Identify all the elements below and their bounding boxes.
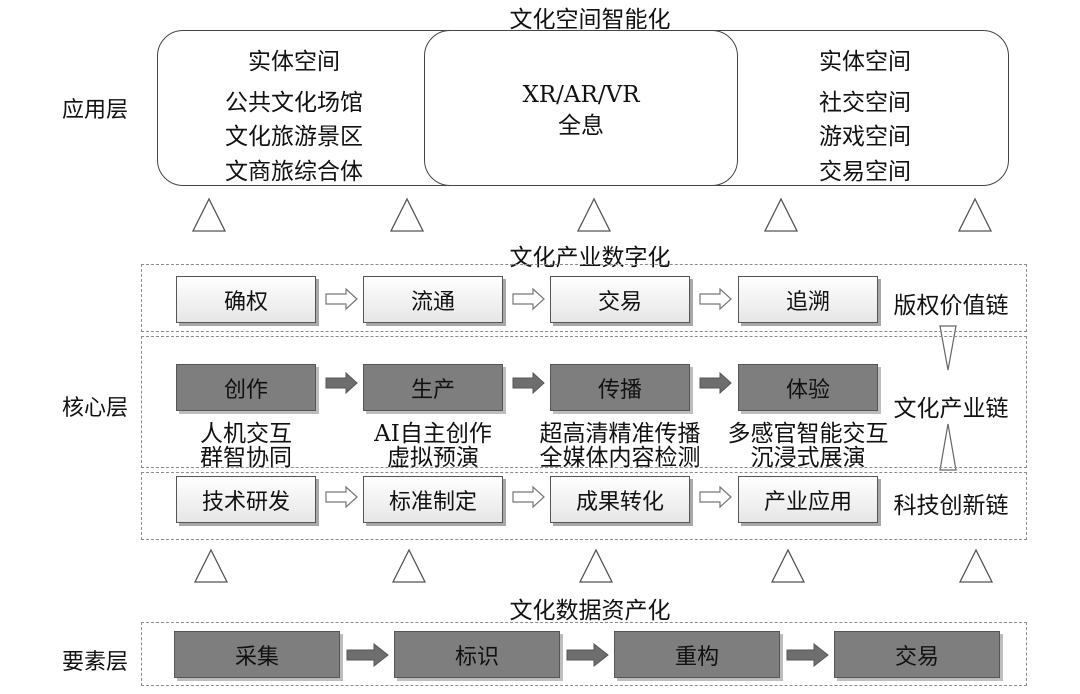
up-arrow-icon bbox=[389, 197, 425, 232]
application-right-item: 游戏空间 bbox=[819, 124, 911, 150]
application-right-item: 实体空间 bbox=[819, 49, 911, 75]
step-box-collect: 采集 bbox=[174, 631, 340, 678]
right-arrow-icon bbox=[325, 287, 358, 311]
up-arrow-icon bbox=[770, 548, 806, 583]
step-box-trade: 交易 bbox=[550, 276, 690, 323]
layer-label-element: 要素层 bbox=[61, 650, 128, 675]
right-arrow-icon bbox=[512, 371, 545, 395]
up-arrow-icon bbox=[191, 197, 227, 232]
step-description: 沉浸式展演 bbox=[750, 445, 866, 471]
application-middle-item: 全息 bbox=[558, 113, 604, 139]
application-right-item: 社交空间 bbox=[819, 90, 911, 116]
application-middle-frame bbox=[424, 30, 738, 186]
step-description: 多感官智能交互 bbox=[727, 421, 889, 447]
heading-space-intelligence: 文化空间智能化 bbox=[509, 7, 671, 33]
step-description: AI自主创作 bbox=[374, 421, 492, 447]
industry-chain-frame bbox=[141, 336, 1027, 468]
chain-label-copyright: 版权价值链 bbox=[893, 293, 1009, 319]
heading-data-assetization: 文化数据资产化 bbox=[509, 598, 671, 624]
tech-chain-frame bbox=[141, 472, 1027, 540]
step-box-trace: 追溯 bbox=[738, 276, 878, 323]
up-arrow-icon bbox=[578, 548, 614, 583]
step-box-trade-data: 交易 bbox=[834, 631, 1000, 678]
up-arrow-icon bbox=[763, 197, 799, 232]
heading-industry-digitalization: 文化产业数字化 bbox=[509, 245, 671, 271]
up-arrow-icon bbox=[193, 548, 229, 583]
right-arrow-icon bbox=[512, 287, 545, 311]
up-arrow-icon bbox=[958, 548, 994, 583]
application-left-item: 公共文化场馆 bbox=[225, 90, 363, 116]
step-box-dissemination: 传播 bbox=[550, 364, 690, 411]
right-arrow-icon bbox=[566, 642, 609, 668]
step-box-circulation: 流通 bbox=[363, 276, 503, 323]
step-box-experience: 体验 bbox=[738, 364, 878, 411]
step-description: 全媒体内容检测 bbox=[539, 445, 701, 471]
chain-label-tech: 科技创新链 bbox=[893, 493, 1009, 519]
step-box-transformation: 成果转化 bbox=[550, 476, 690, 523]
copyright-chain-frame bbox=[141, 264, 1027, 332]
application-right-item: 交易空间 bbox=[819, 159, 911, 185]
application-left-item: 文商旅综合体 bbox=[225, 159, 363, 185]
down-arrow-icon bbox=[939, 325, 957, 371]
up-arrow-icon bbox=[576, 197, 612, 232]
step-box-rd: 技术研发 bbox=[176, 476, 316, 523]
step-box-confirm-rights: 确权 bbox=[176, 276, 316, 323]
step-box-production: 生产 bbox=[363, 364, 503, 411]
right-arrow-icon bbox=[786, 642, 829, 668]
step-description: 人机交互 bbox=[200, 421, 292, 447]
right-arrow-icon bbox=[512, 485, 545, 509]
up-arrow-icon bbox=[939, 423, 957, 471]
element-layer-frame bbox=[141, 622, 1027, 686]
layer-label-core: 核心层 bbox=[61, 396, 128, 421]
application-left-item: 文化旅游景区 bbox=[225, 124, 363, 150]
step-box-reconstruct: 重构 bbox=[614, 631, 780, 678]
step-box-application: 产业应用 bbox=[738, 476, 878, 523]
step-description: 虚拟预演 bbox=[387, 445, 479, 471]
right-arrow-icon bbox=[346, 642, 389, 668]
layer-label-application: 应用层 bbox=[61, 98, 128, 123]
step-box-standards: 标准制定 bbox=[363, 476, 503, 523]
chain-label-industry: 文化产业链 bbox=[893, 396, 1009, 422]
up-arrow-icon bbox=[391, 548, 427, 583]
up-arrow-icon bbox=[957, 197, 993, 232]
right-arrow-icon bbox=[325, 371, 358, 395]
step-description: 群智协同 bbox=[200, 445, 292, 471]
right-arrow-icon bbox=[325, 485, 358, 509]
step-box-identify: 标识 bbox=[394, 631, 560, 678]
right-arrow-icon bbox=[699, 287, 732, 311]
right-arrow-icon bbox=[699, 371, 732, 395]
step-box-creation: 创作 bbox=[176, 364, 316, 411]
step-description: 超高清精准传播 bbox=[539, 421, 701, 447]
application-middle-item: XR/AR/VR bbox=[522, 82, 640, 108]
right-arrow-icon bbox=[699, 485, 732, 509]
application-left-item: 实体空间 bbox=[248, 49, 340, 75]
